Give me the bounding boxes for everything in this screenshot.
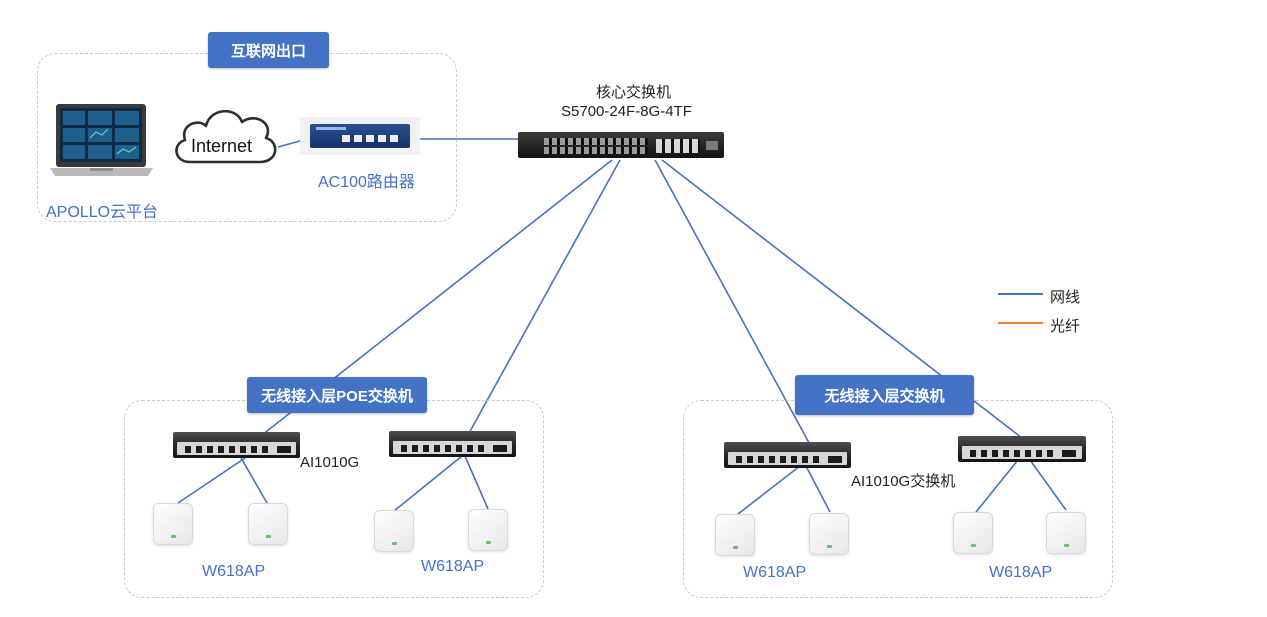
- wire-ls1-ap1: [177, 455, 249, 504]
- router-body: [310, 124, 410, 148]
- access-point-icon: [374, 510, 414, 552]
- left-switch-label: AI1010G: [300, 454, 360, 471]
- right-switch-1: [724, 442, 851, 468]
- access-point-icon: [153, 503, 193, 545]
- left-zone-tag: 无线接入层POE交换机: [247, 377, 427, 413]
- internet-cloud-text: Internet: [191, 136, 253, 156]
- access-point-icon: [1046, 512, 1086, 554]
- core-switch-model: S5700-24F-8G-4TF: [561, 103, 692, 120]
- laptop-icon: [50, 104, 153, 176]
- wire-core-left-switch-2: [462, 159, 621, 445]
- access-point-icon: [953, 512, 993, 554]
- wire-rs2-ap1: [975, 459, 1019, 513]
- wire-ls2-ap1: [393, 455, 463, 512]
- left-switch-2: [389, 431, 516, 457]
- left-switch-1: [173, 432, 300, 458]
- wire-rs1-ap2: [805, 465, 831, 513]
- right-ap-label-1: W618AP: [743, 564, 807, 581]
- wire-rs2-ap2: [1029, 459, 1067, 511]
- access-point-icon: [468, 509, 508, 551]
- wire-ls2-ap2: [464, 455, 489, 510]
- core-switch-device: [518, 132, 724, 158]
- right-zone-tag: 无线接入层交换机: [795, 375, 974, 415]
- right-switch-label: AI1010G交换机: [851, 473, 956, 490]
- access-point-icon: [248, 503, 288, 545]
- right-ap-label-2: W618AP: [989, 564, 1053, 581]
- access-point-icon: [809, 513, 849, 555]
- wire-cloud-router: [277, 140, 301, 148]
- apollo-cloud-label: APOLLO云平台: [46, 204, 159, 221]
- internet-zone-tag: 互联网出口: [208, 32, 329, 68]
- wire-rs1-ap1: [737, 465, 801, 515]
- internet-cloud-icon: [175, 109, 277, 164]
- wire-core-right-switch-1: [654, 159, 815, 453]
- wire-ls1-ap2: [239, 455, 268, 504]
- router-device: [300, 117, 420, 155]
- left-ap-label-2: W618AP: [421, 558, 485, 575]
- router-label: AC100路由器: [318, 174, 415, 191]
- access-point-icon: [715, 514, 755, 556]
- right-switch-2: [958, 436, 1086, 462]
- legend-label-fiber: 光纤: [1050, 318, 1081, 335]
- left-ap-label-1: W618AP: [202, 563, 266, 580]
- legend-label-network: 网线: [1050, 289, 1081, 306]
- legend-lines: [998, 293, 1043, 324]
- core-switch-title: 核心交换机: [596, 84, 672, 101]
